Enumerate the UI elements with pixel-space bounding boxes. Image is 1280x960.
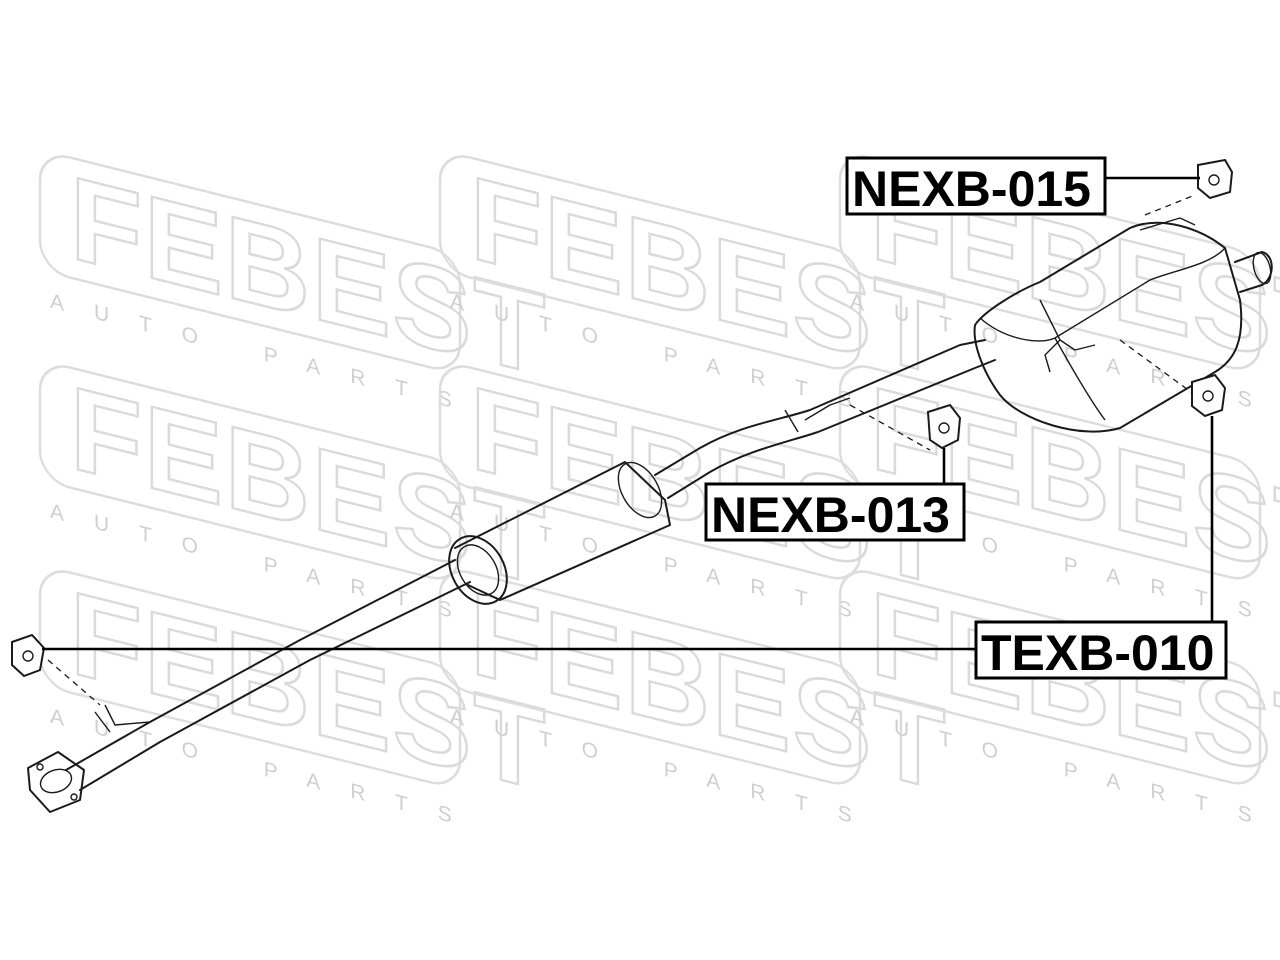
bushing-nexb-013 bbox=[926, 403, 962, 450]
center-muffler bbox=[448, 461, 671, 605]
part-label-nexb-013: NEXB-013 bbox=[704, 482, 966, 543]
part-number-nexb-015: NEXB-015 bbox=[852, 161, 1091, 217]
rear-muffler bbox=[973, 194, 1273, 433]
part-number-texb-010: TEXB-010 bbox=[981, 625, 1214, 681]
leader-lines bbox=[42, 176, 1214, 651]
part-number-nexb-013: NEXB-013 bbox=[711, 487, 950, 543]
part-label-texb-010: TEXB-010 bbox=[974, 620, 1228, 681]
exhaust-assembly bbox=[11, 158, 1273, 813]
front-pipe bbox=[47, 559, 471, 791]
part-label-nexb-015: NEXB-015 bbox=[845, 156, 1107, 217]
front-flange bbox=[27, 751, 85, 813]
bushing-texb-010-rear bbox=[1191, 373, 1227, 418]
bushing-texb-010-front bbox=[11, 633, 46, 678]
bushing-nexb-015 bbox=[1197, 158, 1234, 200]
mid-pipe bbox=[654, 339, 996, 499]
